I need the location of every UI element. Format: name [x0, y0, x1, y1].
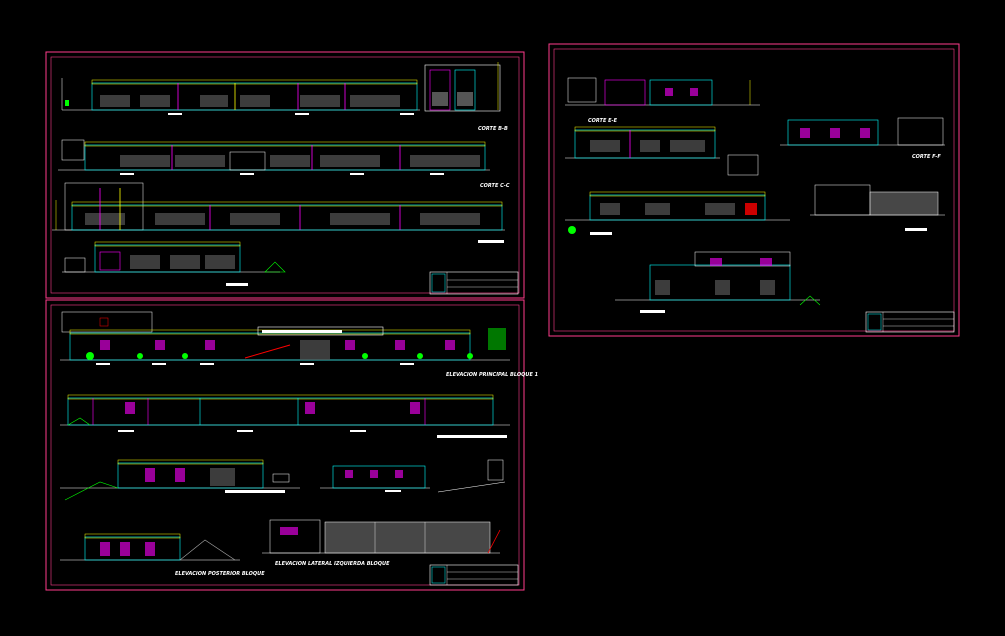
elevation-label-lateral: ELEVACION LATERAL IZQUIERDA BLOQUE	[275, 561, 390, 567]
section-label-b: CORTE B-B	[478, 126, 508, 132]
cut-right-row-4	[615, 251, 821, 313]
elevation-3	[60, 459, 506, 501]
elevation-label-posterior: ELEVACION POSTERIOR BLOQUE	[175, 571, 265, 577]
elevation-label-principal: ELEVACION PRINCIPAL BLOQUE 1	[446, 372, 538, 378]
elevation-4: ELEVACION POSTERIOR BLOQUE ELEVACION LAT…	[60, 519, 501, 577]
sheet-sections[interactable]: CORTE B-B CORTE C-C	[45, 51, 525, 299]
cut-right-row-3	[565, 184, 945, 235]
cut-right-row-1: CORTE E-E	[565, 77, 760, 124]
cut-label-f: CORTE F-F	[912, 154, 941, 160]
elevation-main: ELEVACION PRINCIPAL BLOQUE 1	[60, 311, 538, 378]
section-row-1: CORTE B-B	[61, 62, 508, 132]
cut-right-row-2: CORTE F-F	[565, 117, 945, 176]
section-row-3	[52, 182, 505, 243]
sheet-cuts-right[interactable]: CORTE E-E CORTE F-F	[548, 43, 960, 337]
section-row-4	[62, 241, 286, 286]
sheet-elevations[interactable]: ELEVACION PRINCIPAL BLOQUE 1	[45, 299, 538, 591]
title-block-3[interactable]	[865, 311, 955, 333]
section-label-c: CORTE C-C	[480, 183, 510, 189]
title-block-2[interactable]	[429, 564, 519, 586]
elevation-2	[60, 394, 510, 438]
title-block-1[interactable]	[429, 271, 519, 295]
section-row-2: CORTE C-C	[58, 139, 510, 189]
cut-label-e: CORTE E-E	[588, 118, 618, 124]
